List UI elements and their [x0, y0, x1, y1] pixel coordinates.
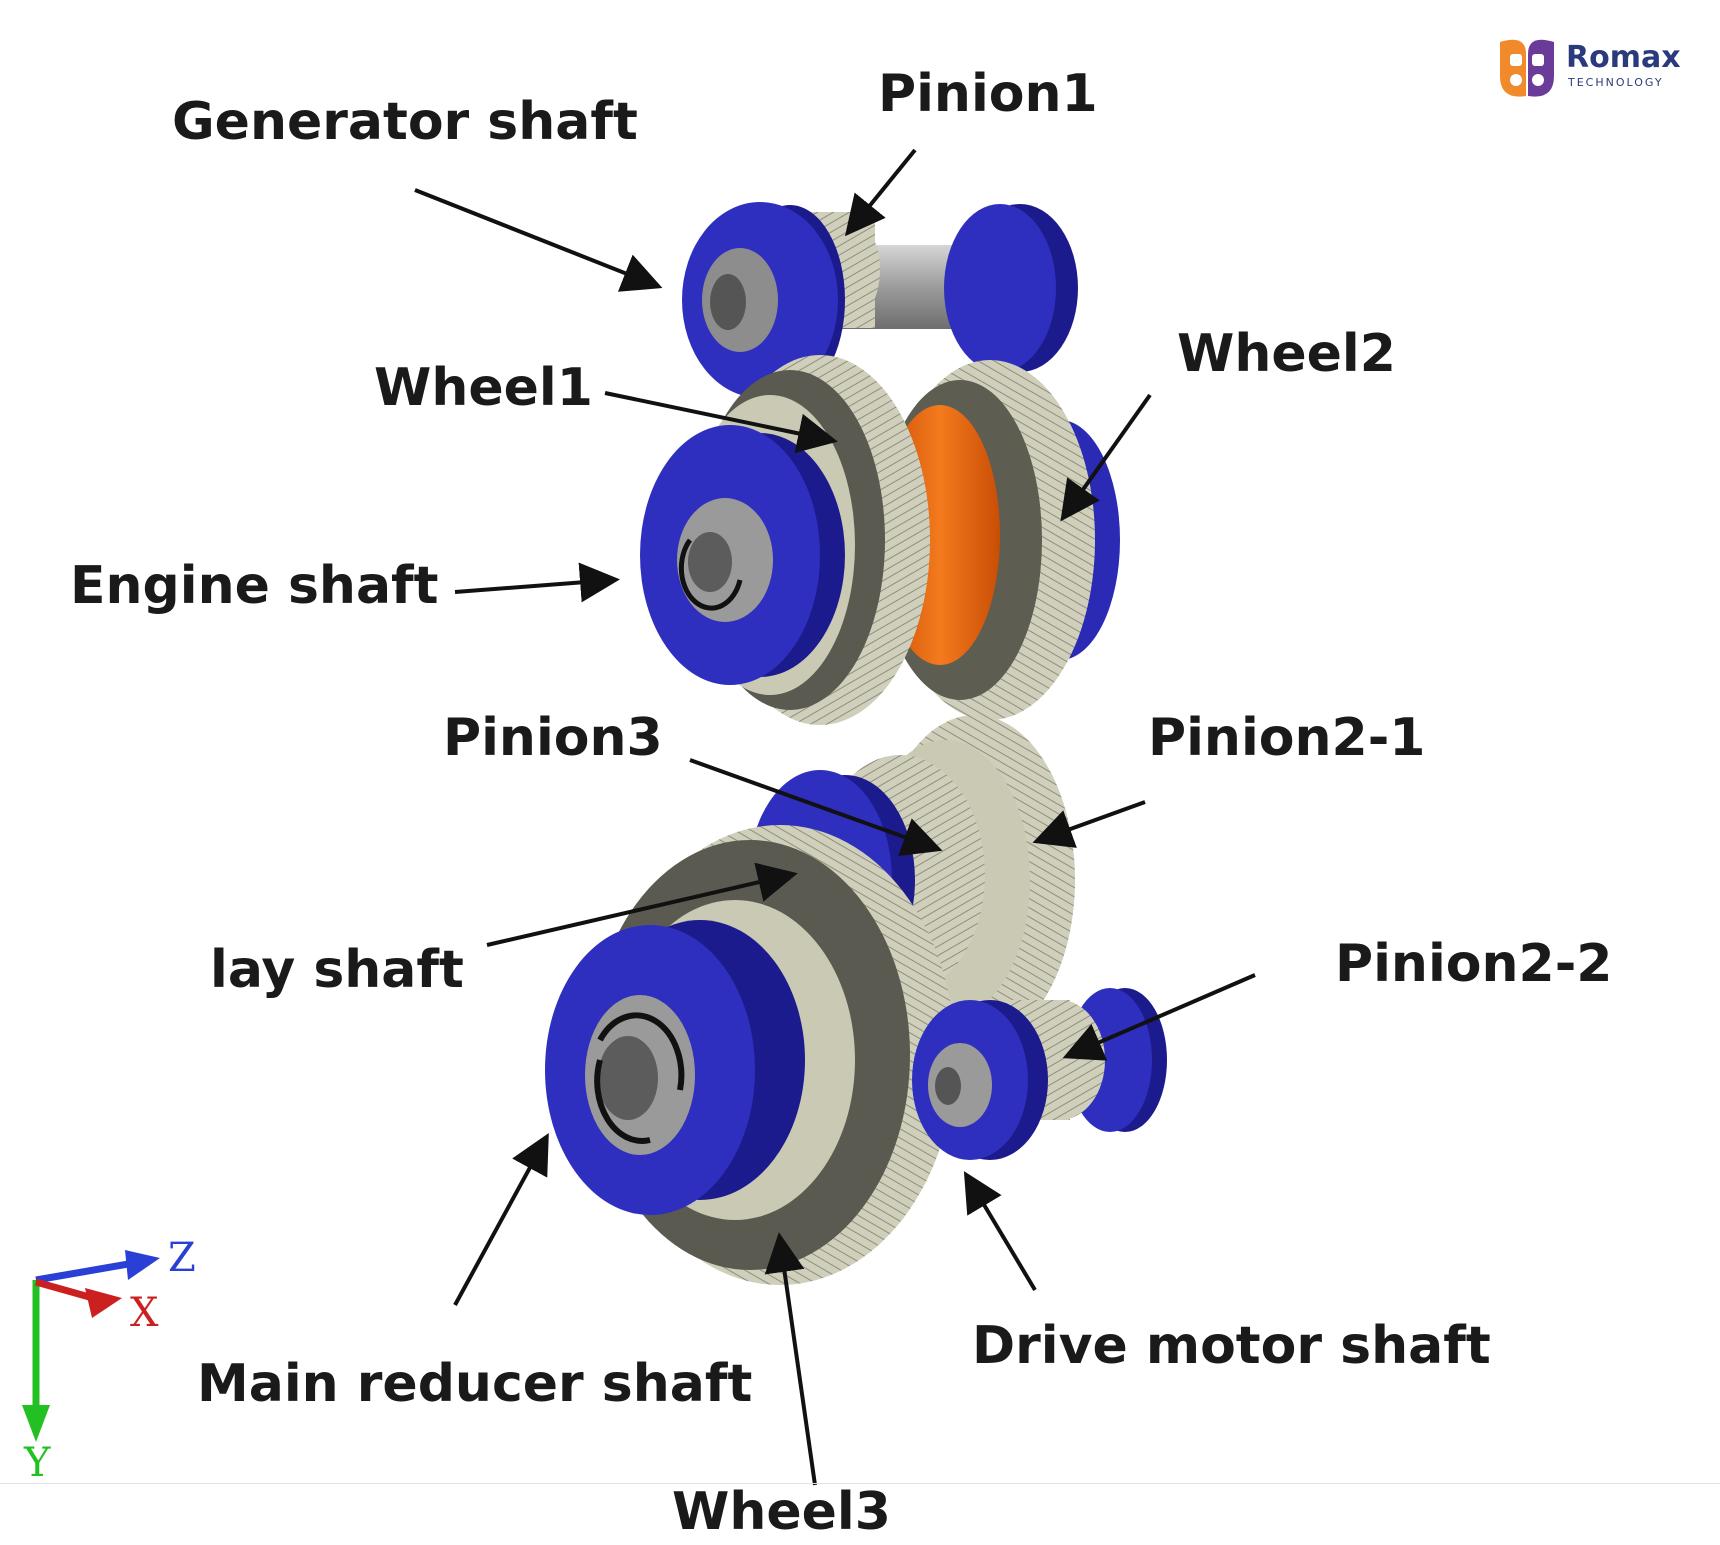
drive-motor-shaft-assembly: [912, 988, 1167, 1160]
label-wheel3: Wheel3: [672, 1482, 891, 1542]
arrow-generator-shaft: [414, 188, 663, 292]
axis-label-y: Y: [24, 1440, 51, 1486]
axis-label-x: X: [130, 1290, 159, 1336]
label-pinion2-2: Pinion2-2: [1335, 934, 1613, 994]
romax-logo: Romax TECHNOLOGY: [1496, 36, 1706, 106]
generator-shaft-assembly: [682, 202, 1078, 398]
arrow-engine-shaft: [454, 562, 620, 603]
axis-label-z: Z: [168, 1235, 196, 1281]
arrow-main-reducer-shaft: [453, 1132, 549, 1306]
arrow-wheel2: [1060, 393, 1152, 522]
label-engine-shaft: Engine shaft: [70, 556, 439, 616]
arrow-pinion1: [844, 148, 917, 237]
logo-subtitle: TECHNOLOGY: [1568, 76, 1664, 89]
arrow-pinion2-1: [1032, 800, 1146, 848]
axis-triad: [22, 1250, 160, 1442]
label-main-reducer-shaft: Main reducer shaft: [197, 1354, 753, 1414]
pointer-arrows: [414, 148, 1256, 1486]
label-generator-shaft: Generator shaft: [172, 92, 638, 152]
engine-shaft-assembly: [640, 355, 1120, 725]
arrow-pinion3: [689, 758, 943, 857]
arrow-drive-motor-shaft: [963, 1171, 1037, 1292]
label-pinion3: Pinion3: [443, 708, 663, 768]
label-pinion1: Pinion1: [878, 64, 1098, 124]
label-drive-motor-shaft: Drive motor shaft: [972, 1316, 1491, 1376]
logo-name: Romax: [1566, 40, 1681, 75]
label-wheel2: Wheel2: [1177, 324, 1396, 384]
label-pinion2-1: Pinion2-1: [1148, 708, 1426, 768]
main-reducer-shaft-assembly: [545, 825, 955, 1285]
arrow-lay-shaft: [486, 862, 798, 947]
label-wheel1: Wheel1: [374, 358, 593, 418]
arrow-pinion2-2: [1062, 973, 1256, 1061]
label-lay-shaft: lay shaft: [210, 940, 464, 1000]
romax-emblem-icon: [1500, 39, 1554, 97]
arrow-wheel3: [764, 1232, 817, 1486]
bottom-divider: [0, 1483, 1720, 1484]
arrow-wheel1: [604, 391, 838, 454]
